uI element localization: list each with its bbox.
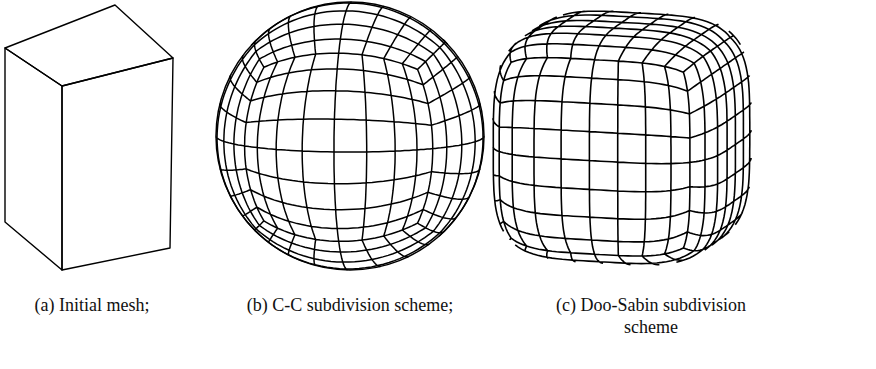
- mesh-lines: [493, 11, 751, 265]
- cube-front-face: [62, 58, 173, 270]
- cube-top-face: [5, 5, 173, 86]
- initial-cube-mesh: [5, 5, 173, 270]
- figure-caption: (c) Doo-Sabin subdivision scheme: [540, 294, 762, 338]
- sphere-outline: [216, 2, 484, 270]
- doo-sabin-mesh: [493, 11, 751, 265]
- cube-left-face: [5, 48, 62, 270]
- figure-caption: (a) Initial mesh;: [2, 294, 182, 316]
- catmull-clark-mesh: [216, 2, 484, 270]
- figure-caption: (b) C-C subdivision scheme;: [215, 294, 485, 316]
- mesh-lines: [216, 2, 484, 270]
